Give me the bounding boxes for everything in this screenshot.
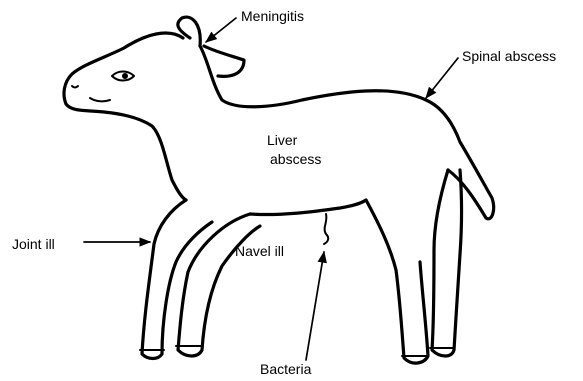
spinal-abscess-label: Spinal abscess: [462, 48, 556, 64]
liver-abscess-label-line1: Liver: [267, 132, 298, 148]
lamb-front-leg-right: [178, 214, 260, 356]
spinal-abscess-arrow: [426, 58, 458, 98]
lamb-pupil: [122, 73, 128, 79]
lamb-hind-leg-right: [432, 170, 462, 356]
bacteria-label: Bacteria: [260, 361, 312, 377]
lamb-front-leg-left: [142, 200, 212, 359]
bacteria-arrow: [306, 252, 324, 360]
lamb-belly: [250, 200, 366, 215]
liver-abscess-label-line2: abscess: [270, 151, 321, 167]
meningitis-label: Meningitis: [241, 8, 304, 24]
navel-ill-label: Navel ill: [235, 243, 284, 259]
lamb-body-outline: [64, 17, 494, 219]
lamb-hind-leg-left: [366, 200, 428, 363]
lamb-mouth: [90, 98, 110, 101]
navel-squiggle: [324, 214, 328, 244]
lamb-nostril: [72, 86, 78, 88]
lamb-drawing: [64, 17, 494, 363]
joint-ill-label: Joint ill: [12, 236, 55, 252]
meningitis-arrow: [206, 18, 236, 42]
